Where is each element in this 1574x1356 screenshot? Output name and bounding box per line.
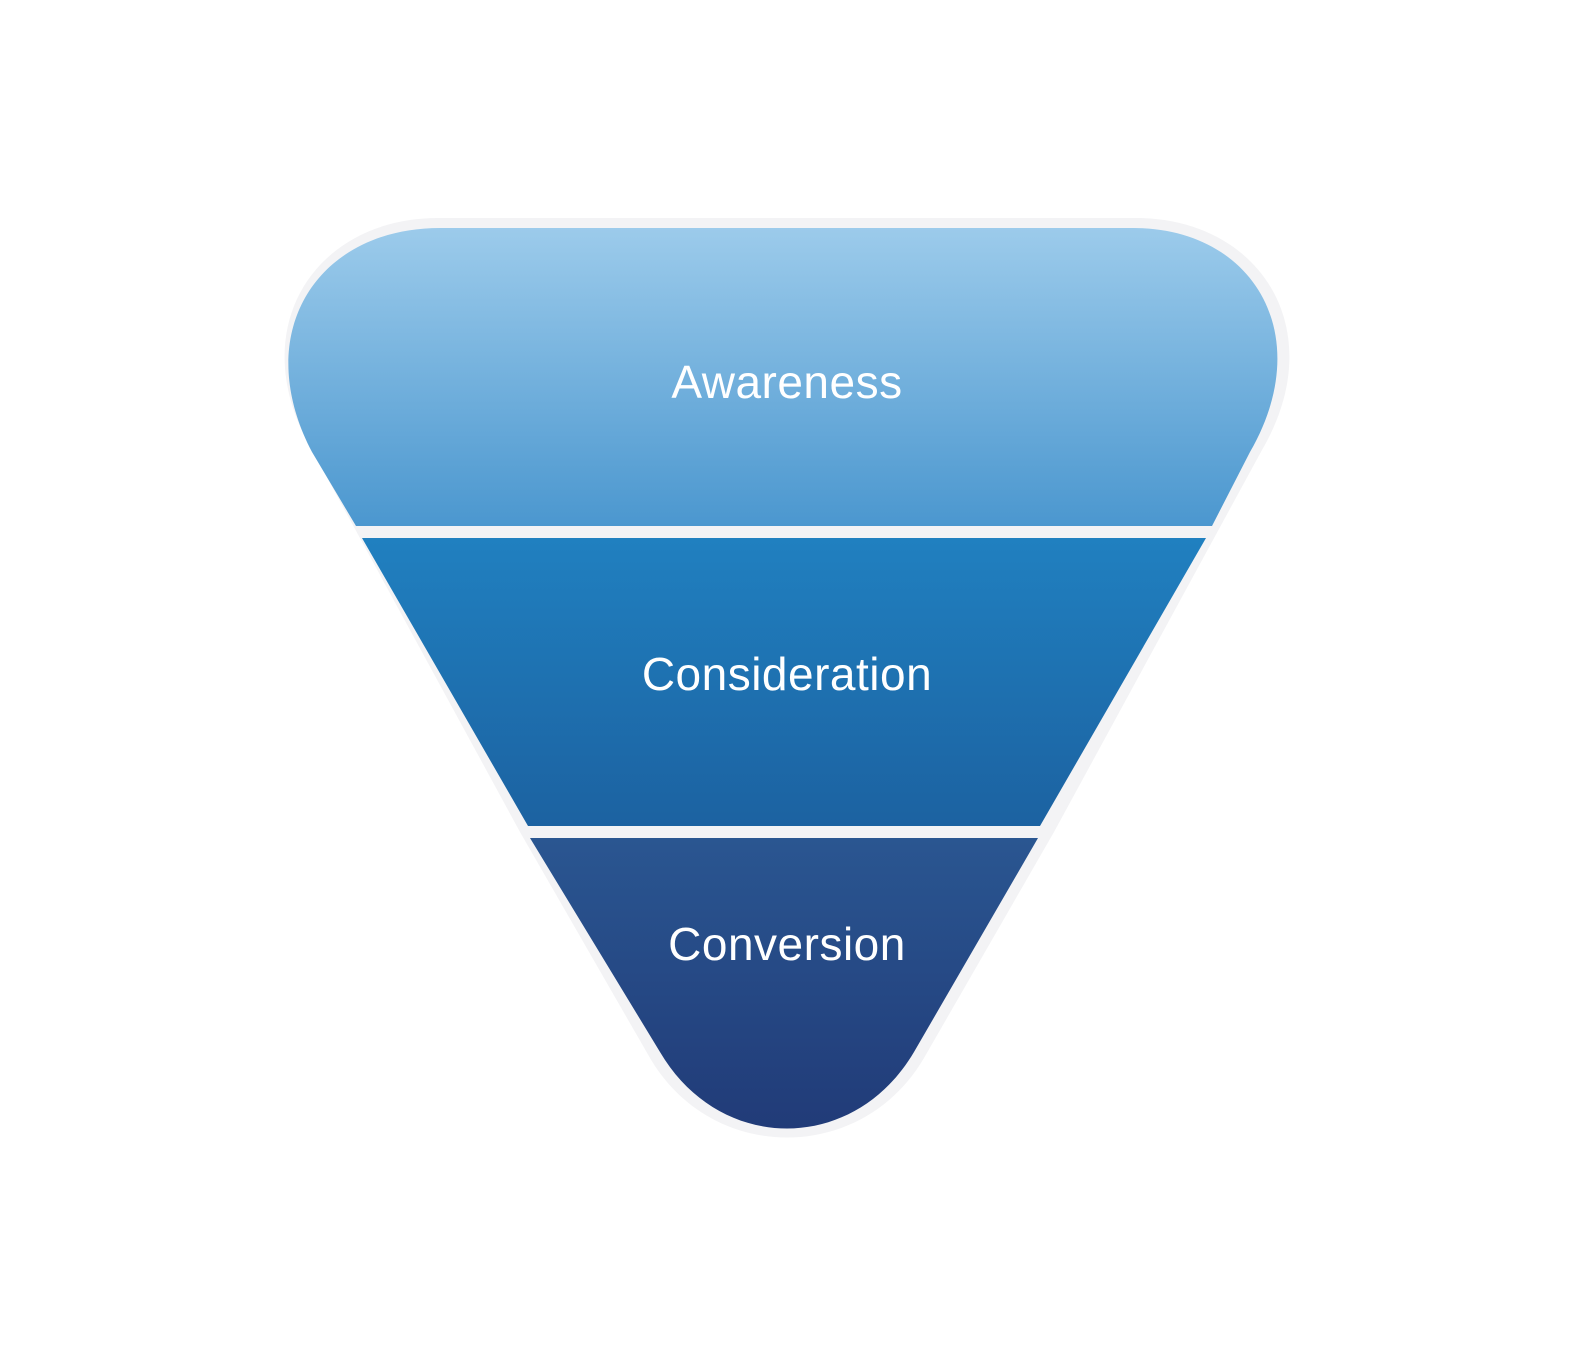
- funnel-stage-consideration: [362, 538, 1206, 826]
- consideration-label: Consideration: [642, 648, 932, 700]
- funnel-stage-conversion: [530, 838, 1038, 1129]
- conversion-label: Conversion: [668, 918, 906, 970]
- awareness-label: Awareness: [671, 356, 902, 408]
- funnel-stage-awareness: [288, 228, 1278, 526]
